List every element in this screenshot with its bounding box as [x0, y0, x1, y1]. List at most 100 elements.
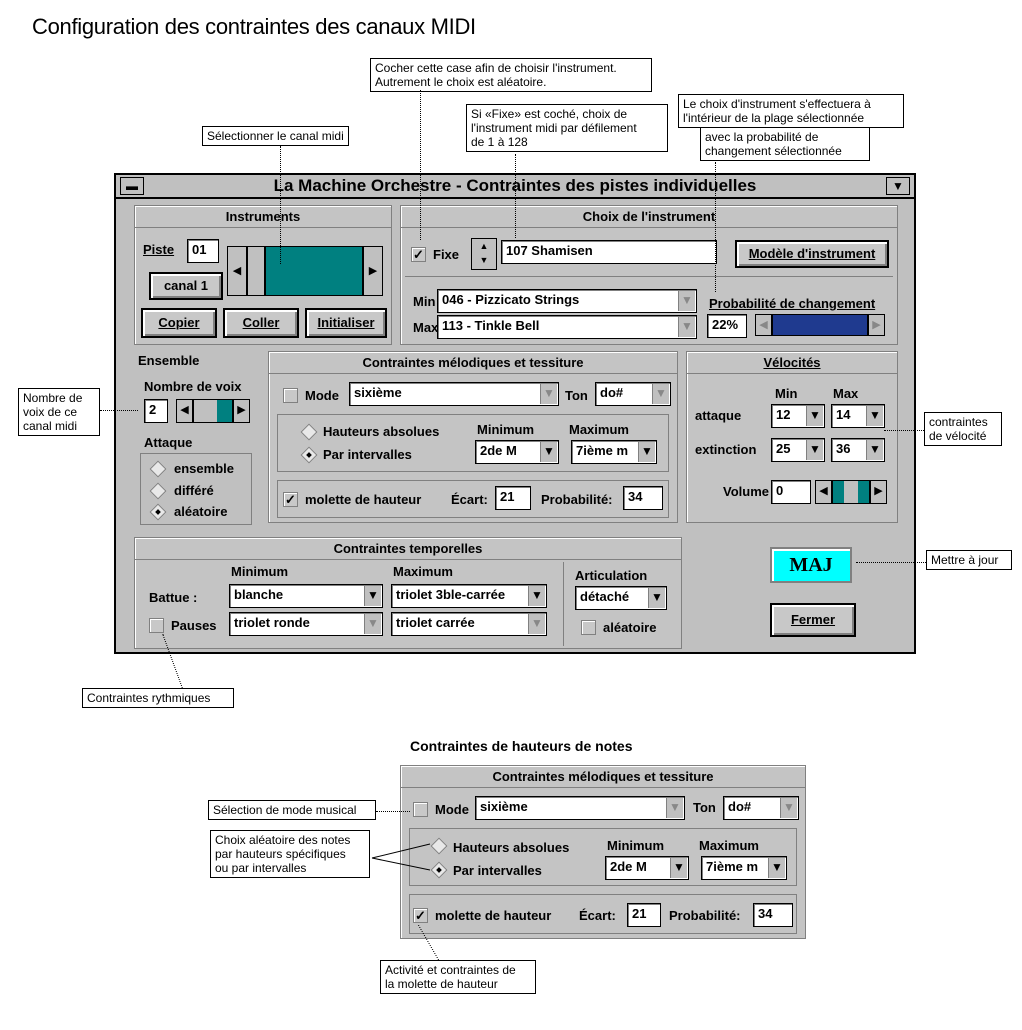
dropdown-arrow-icon[interactable]: ▼ [364, 586, 381, 606]
dropdown-arrow-icon[interactable]: ▼ [866, 406, 883, 426]
ton-field[interactable]: do#▼ [595, 382, 671, 406]
melodic-prob-field[interactable]: 34 [623, 486, 663, 510]
min-instrument-field[interactable]: 046 - Pizzicato Strings ▼ [437, 289, 697, 313]
prob-scroll-track[interactable] [772, 314, 868, 336]
piste-field[interactable]: 01 [187, 239, 219, 263]
ecart-label: Écart: [579, 908, 616, 923]
mode-field[interactable]: sixième ▼ [475, 796, 685, 820]
dropdown-arrow-icon[interactable]: ▼ [652, 384, 669, 404]
dropdown-arrow-icon[interactable]: ▼ [638, 442, 655, 462]
dropdown-arrow-icon[interactable]: ▼ [678, 291, 695, 311]
melodic-zoom-group: Contraintes mélodiques et tessiture Mode… [400, 765, 806, 939]
articulation-aleatoire-checkbox[interactable] [581, 620, 596, 635]
dropdown-arrow-icon[interactable]: ▼ [648, 588, 665, 608]
melodic-min-field[interactable]: 2de M▼ [475, 440, 559, 464]
dropdown-arrow-icon[interactable]: ▼ [540, 442, 557, 462]
dropdown-arrow-icon[interactable]: ▼ [806, 406, 823, 426]
callout-velo: contraintes de vélocité [924, 412, 1002, 446]
minimize-arrow-icon[interactable]: ▼ [886, 177, 910, 195]
piste-label: Piste [143, 242, 175, 257]
max-instrument-field[interactable]: 113 - Tinkle Bell▼ [437, 315, 697, 339]
temporelles-group: Contraintes temporelles Minimum Maximum … [134, 537, 682, 649]
dropdown-arrow-icon[interactable]: ▼ [528, 586, 545, 606]
volume-scroll-track[interactable] [832, 480, 870, 504]
voix-right-arrow-icon[interactable]: ▶ [233, 399, 250, 423]
battue-max-value: triolet 3ble-carrée [396, 587, 506, 602]
min-instrument-value: 046 - Pizzicato Strings [442, 292, 580, 307]
fermer-button[interactable]: Fermer [770, 603, 856, 637]
dropdown-arrow-icon[interactable]: ▼ [364, 614, 381, 634]
dropdown-arrow-icon[interactable]: ▼ [806, 440, 823, 460]
voix-scroll-track[interactable] [193, 399, 233, 423]
attaque-vel-label: attaque [695, 408, 742, 423]
connector [884, 430, 924, 431]
ton-field[interactable]: do# ▼ [723, 796, 799, 820]
melodic-max-field[interactable]: 7ième m▼ [571, 440, 657, 464]
dropdown-arrow-icon[interactable]: ▼ [670, 858, 687, 878]
pauses-checkbox[interactable] [149, 618, 164, 633]
minimum-label: Minimum [477, 422, 535, 437]
instrument-spin-icon[interactable]: ▲▼ [471, 238, 497, 270]
battue-max-field[interactable]: triolet 3ble-carrée ▼ [391, 584, 547, 608]
mode-value: sixième [480, 799, 528, 814]
channel-thumb[interactable] [247, 246, 265, 296]
temporelles-title: Contraintes temporelles [135, 538, 681, 560]
attaque-max-field[interactable]: 14 ▼ [831, 404, 885, 428]
dropdown-arrow-icon[interactable]: ▼ [780, 798, 797, 818]
fixe-checkbox[interactable]: ✓ [411, 247, 426, 262]
dropdown-arrow-icon[interactable]: ▼ [866, 440, 883, 460]
callout-defil: Si «Fixe» est coché, choix de l'instrume… [466, 104, 668, 152]
melodic-min-field[interactable]: 2de M▼ [605, 856, 689, 880]
coller-button[interactable]: Coller [223, 308, 299, 338]
prob-left-arrow-icon[interactable]: ◀ [755, 314, 772, 336]
ensemble-option-label: ensemble [174, 461, 234, 476]
volume-left-arrow-icon[interactable]: ◀ [815, 480, 832, 504]
molette-checkbox[interactable]: ✓ [283, 492, 298, 507]
volume-field[interactable]: 0 [771, 480, 811, 504]
hauteurs-box [409, 828, 797, 886]
prob-changement-field[interactable]: 22% [707, 314, 747, 338]
channel-right-arrow-icon[interactable]: ▶ [363, 246, 383, 296]
ecart-field[interactable]: 21 [495, 486, 531, 510]
extinction-min-field[interactable]: 25 ▼ [771, 438, 825, 462]
dropdown-arrow-icon[interactable]: ▼ [678, 317, 695, 337]
dropdown-arrow-icon[interactable]: ▼ [666, 798, 683, 818]
channel-left-arrow-icon[interactable]: ◀ [227, 246, 247, 296]
articulation-field[interactable]: détaché▼ [575, 586, 667, 610]
hauteurs-absolues-label: Hauteurs absolues [453, 840, 570, 855]
molette-checkbox[interactable]: ✓ [413, 908, 428, 923]
pauses-min-field[interactable]: triolet ronde▼ [229, 612, 383, 636]
extinction-max-field[interactable]: 36 ▼ [831, 438, 885, 462]
modele-instrument-button[interactable]: Modèle d'instrument [735, 240, 889, 268]
pauses-max-field[interactable]: triolet carrée▼ [391, 612, 547, 636]
nombre-voix-field[interactable]: 2 [144, 399, 168, 423]
melodic-max-field[interactable]: 7ième m▼ [701, 856, 787, 880]
system-menu-icon[interactable]: ▬ [120, 177, 144, 195]
copier-button[interactable]: Copier [141, 308, 217, 338]
attaque-min-field[interactable]: 12▼ [771, 404, 825, 428]
connector [100, 410, 138, 411]
volume-right-arrow-icon[interactable]: ▶ [870, 480, 887, 504]
fixe-label: Fixe [433, 247, 460, 262]
maj-button[interactable]: MAJ [770, 547, 852, 583]
initialiser-button[interactable]: Initialiser [305, 308, 387, 338]
hauteurs-absolues-label: Hauteurs absolues [323, 424, 440, 439]
dropdown-arrow-icon[interactable]: ▼ [528, 614, 545, 634]
mode-checkbox[interactable] [283, 388, 298, 403]
extinction-max-value: 36 [836, 441, 851, 456]
dropdown-arrow-icon[interactable]: ▼ [540, 384, 557, 404]
ton-value: do# [728, 799, 752, 814]
mode-field[interactable]: sixième▼ [349, 382, 559, 406]
battue-min-field[interactable]: blanche▼ [229, 584, 383, 608]
voix-left-arrow-icon[interactable]: ◀ [176, 399, 193, 423]
extinction-min-value: 25 [776, 441, 791, 456]
attaque-max-value: 14 [836, 407, 851, 422]
melodic-prob-field[interactable]: 34 [753, 903, 793, 927]
mode-checkbox[interactable] [413, 802, 428, 817]
ecart-field[interactable]: 21 [627, 903, 661, 927]
channel-scroll-track[interactable] [265, 246, 363, 296]
canal-button[interactable]: canal 1 [149, 272, 223, 300]
instrument-field[interactable]: 107 Shamisen [501, 240, 717, 264]
prob-right-arrow-icon[interactable]: ▶ [868, 314, 885, 336]
dropdown-arrow-icon[interactable]: ▼ [768, 858, 785, 878]
